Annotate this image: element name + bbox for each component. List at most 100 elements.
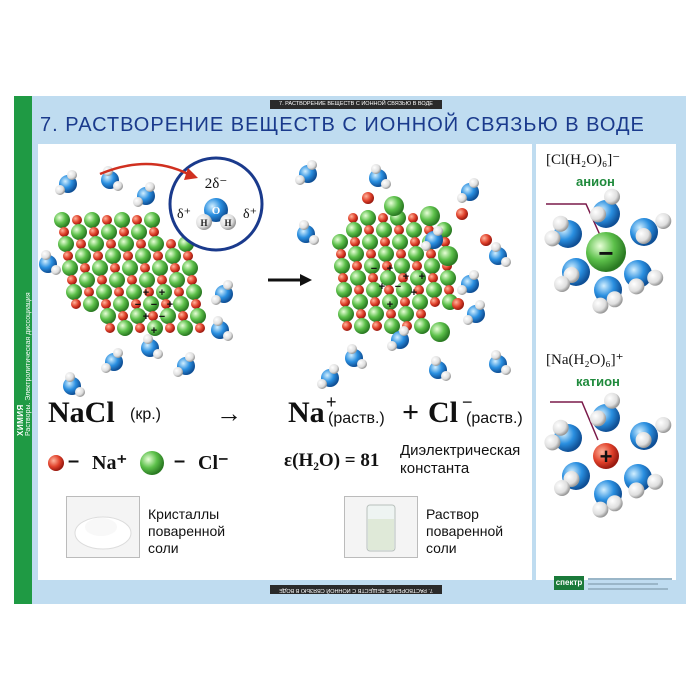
cl-ion — [362, 234, 378, 250]
ion-charge-mark: + — [403, 271, 409, 283]
na-ion — [136, 239, 146, 249]
na-ion — [444, 285, 454, 295]
dielectric-label-line2: константа — [400, 460, 470, 477]
cl-ion — [152, 260, 168, 276]
cl-ion — [173, 296, 189, 312]
water-molecules — [39, 160, 511, 397]
poster: ХИМИЯ Растворы. Электролитическая диссоц… — [14, 96, 686, 604]
water-hydrogen — [552, 419, 569, 436]
cl-ion — [384, 196, 404, 216]
na-ion — [191, 299, 201, 309]
na-ion — [408, 213, 418, 223]
na-ion — [84, 287, 94, 297]
cl-ion — [334, 258, 350, 274]
na-ion — [414, 285, 424, 295]
legend-cl-atom — [140, 451, 164, 475]
cl-ion — [160, 308, 176, 324]
inset-arrow-head — [184, 168, 198, 180]
na-ion — [76, 239, 86, 249]
water-hydrogen — [65, 372, 75, 382]
equation-product-na-charge: + — [326, 392, 337, 412]
legend-atoms — [48, 451, 164, 475]
cl-ion — [338, 306, 354, 322]
cl-ion — [332, 234, 348, 250]
water-hydrogen — [329, 364, 339, 374]
anion-minus-sign: − — [598, 238, 613, 268]
water-hydrogen — [554, 276, 570, 292]
cl-ion — [54, 212, 70, 228]
water-hydrogen — [399, 326, 409, 336]
na-ion — [352, 261, 362, 271]
solution-caption-line1: Раствор — [426, 506, 479, 522]
water-hydrogen — [133, 197, 143, 207]
cl-ion — [336, 282, 352, 298]
cl-ion — [376, 222, 392, 238]
cl-ion — [412, 294, 428, 310]
cl-ion — [105, 248, 121, 264]
water-hydrogen — [604, 392, 620, 409]
water-hydrogen — [307, 160, 317, 170]
crystals-caption-line2: поваренной — [148, 523, 226, 539]
water-hydrogen — [213, 316, 223, 326]
cl-ion — [156, 284, 172, 300]
cl-ion — [348, 246, 364, 262]
cl-ion — [130, 308, 146, 324]
na-ion — [153, 251, 163, 261]
na-ion — [428, 273, 438, 283]
water-hydrogen — [421, 241, 431, 251]
na-ion — [105, 323, 115, 333]
water-hydrogen — [457, 193, 467, 203]
na-ion — [132, 215, 142, 225]
ion-charge-mark: + — [151, 325, 157, 337]
na-ion — [195, 323, 205, 333]
cl-ion — [135, 248, 151, 264]
page-title: 7. РАСТВОРЕНИЕ ВЕЩЕСТВ С ИОННОЙ СВЯЗЬЮ В… — [40, 114, 645, 136]
ion-charge-mark: − — [135, 299, 141, 311]
cl-ion — [406, 222, 422, 238]
equation-product-cl-charge: − — [462, 392, 473, 412]
cl-ion — [354, 318, 370, 334]
water-hydrogen — [211, 295, 221, 305]
na-ion — [348, 213, 358, 223]
na-ion — [102, 215, 112, 225]
cl-ion — [131, 224, 147, 240]
inset-charge-left: δ⁺ — [177, 207, 191, 222]
legend-na-dash: – — [68, 450, 80, 472]
na-ion — [140, 263, 150, 273]
water-hydrogen — [469, 178, 479, 188]
anion-name: анион — [576, 174, 615, 189]
cl-ion — [177, 320, 193, 336]
water-hydrogen — [552, 215, 569, 232]
cl-ion — [148, 236, 164, 252]
inset-charge-right: δ⁺ — [243, 207, 257, 222]
na-ion — [59, 227, 69, 237]
anion-cluster — [544, 188, 672, 314]
cl-ion — [143, 296, 159, 312]
water-hydrogen — [185, 352, 195, 362]
na-ion — [148, 311, 158, 321]
water-hydrogen — [647, 473, 664, 490]
na-ion — [340, 297, 350, 307]
water-hydrogen — [635, 228, 652, 244]
solution-caption: Раствор поваренной соли — [426, 506, 503, 557]
na-ion — [382, 261, 392, 271]
na-ion — [106, 239, 116, 249]
na-ion — [63, 251, 73, 261]
hydrated-ion-models: − + — [544, 188, 672, 518]
equation-product-cl-state: (раств.) — [466, 410, 523, 427]
water-hydrogen — [469, 270, 479, 280]
water-hydrogen — [655, 213, 672, 229]
water-hydrogen — [441, 371, 451, 381]
cl-ion — [190, 308, 206, 324]
water-hydrogen — [475, 300, 485, 310]
inset-h-label-right: H — [224, 218, 231, 228]
equation-product-cl: Cl — [428, 396, 458, 429]
salt-crystals-photo — [66, 496, 140, 558]
cl-ion — [382, 294, 398, 310]
na-ion — [170, 263, 180, 273]
na-ion — [80, 263, 90, 273]
side-subtitle: Растворы. Электролитическая диссоциация — [25, 292, 32, 436]
na-ion — [396, 249, 406, 259]
cl-ion — [83, 296, 99, 312]
cl-ion — [101, 224, 117, 240]
